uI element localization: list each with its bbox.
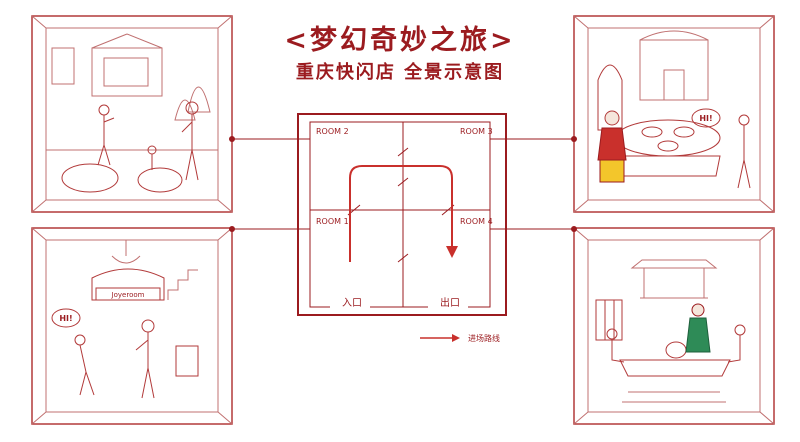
route-arrowhead bbox=[446, 246, 458, 258]
speech-bubble-text: HI! bbox=[699, 114, 712, 123]
legend-label: 进场路线 bbox=[468, 333, 500, 343]
illustration-room4 bbox=[573, 227, 775, 425]
illustration-room3: HI! bbox=[573, 15, 775, 213]
room-label-room3: ROOM 3 bbox=[460, 127, 493, 136]
illustration-room2 bbox=[31, 15, 233, 213]
speech-bubble-text: HI! bbox=[59, 314, 72, 323]
room-label-room1: ROOM 1 bbox=[316, 217, 349, 226]
exit-label: 出口 bbox=[440, 296, 460, 309]
route-path bbox=[349, 165, 453, 262]
page-title: <梦幻奇妙之旅> bbox=[284, 25, 516, 56]
connector-dots bbox=[229, 136, 577, 232]
entrance-label: 入口 bbox=[342, 298, 362, 309]
floor-plan bbox=[297, 113, 507, 316]
shop-sign-text: Joyeroom bbox=[111, 291, 145, 299]
room-label-room2: ROOM 2 bbox=[316, 127, 349, 136]
illustration-room1: Joyeroom HI! bbox=[31, 227, 233, 425]
page-subtitle: 重庆快闪店 全景示意图 bbox=[295, 62, 505, 83]
room-label-room4: ROOM 4 bbox=[460, 217, 493, 226]
legend-route-arrow bbox=[452, 334, 460, 342]
